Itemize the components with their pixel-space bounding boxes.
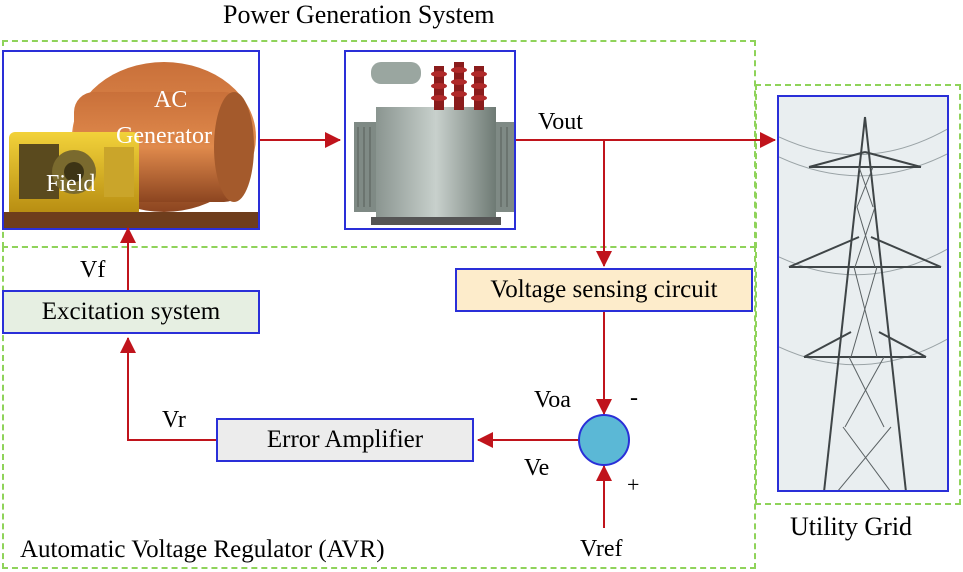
voa-label: Voa [534, 387, 571, 413]
transmission-tower-illustration [779, 116, 947, 490]
minus-sign: - [630, 385, 638, 411]
vout-label: Vout [538, 109, 583, 135]
voltage-sensing-block: Voltage sensing circuit [455, 268, 753, 312]
ac-label-line2: Generator [116, 123, 212, 149]
excitation-system-block: Excitation system [2, 290, 260, 334]
wire-amplifier-to-excitation [120, 337, 216, 441]
plus-sign: + [627, 472, 640, 497]
vf-label: Vf [80, 257, 106, 283]
field-label: Field [46, 171, 96, 197]
ac-label-line1: AC [154, 87, 188, 113]
error-amplifier-label: Error Amplifier [266, 426, 424, 453]
vr-label: Vr [162, 407, 186, 433]
transformer-illustration [354, 62, 514, 225]
utility-grid-region [755, 84, 961, 505]
utility-grid-title: Utility Grid [790, 512, 913, 541]
power-generation-title: Power Generation System [223, 0, 495, 29]
avr-title: Automatic Voltage Regulator (AVR) [20, 536, 385, 563]
ve-label: Ve [524, 455, 550, 481]
transformer-image [344, 50, 516, 230]
utility-grid-image [777, 95, 949, 492]
summing-junction [578, 414, 630, 466]
vref-label: Vref [580, 536, 623, 562]
generator-illustration [4, 62, 258, 228]
excitation-system-label: Excitation system [41, 298, 221, 325]
error-amplifier-block: Error Amplifier [216, 418, 474, 462]
voltage-sensing-label: Voltage sensing circuit [490, 276, 718, 303]
ac-generator-image: AC Generator Field [2, 50, 260, 230]
